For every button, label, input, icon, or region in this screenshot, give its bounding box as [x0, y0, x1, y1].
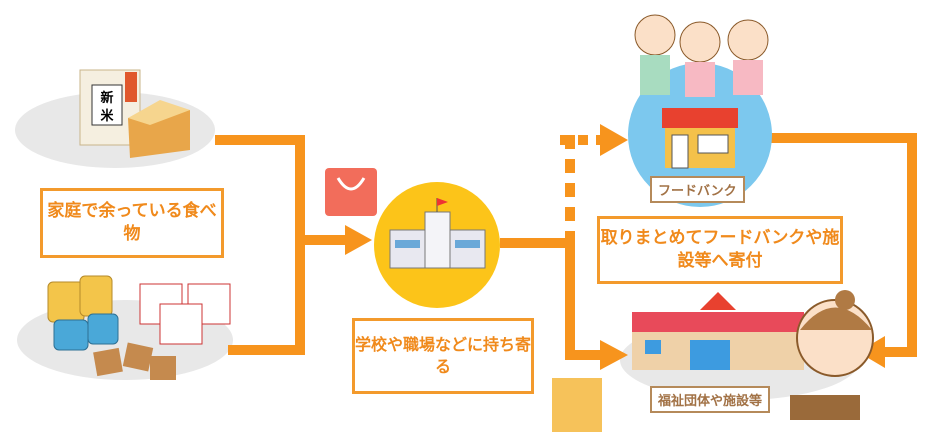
- welfare-facility-icon: [632, 292, 804, 370]
- rice-box-icon: [128, 100, 190, 158]
- donate-label: 取りまとめてフードバンクや施設等へ寄付: [597, 216, 843, 284]
- volunteers-icon: [634, 14, 769, 97]
- household-food-label: 家庭で余っている食べ物: [40, 188, 224, 258]
- svg-text:米: 米: [100, 108, 114, 124]
- caregiver-icon: [790, 290, 874, 420]
- arrow-heads: [345, 124, 885, 370]
- shopping-bag-icon: [325, 168, 377, 216]
- canned-food-icon: [47, 275, 231, 380]
- welfare-tag: 福祉団体や施設等: [650, 386, 771, 413]
- rice-bag-icon: 新 米: [79, 69, 141, 146]
- bring-to-school-label: 学校や職場などに持ち寄る: [352, 318, 534, 394]
- school-icon: [389, 198, 486, 269]
- flow-arrows: [215, 133, 917, 360]
- svg-text:新: 新: [100, 90, 113, 106]
- foodbank-tag: フードバンク: [650, 176, 745, 203]
- cardboard-box-icon: [552, 378, 602, 432]
- foodbank-store-icon: [662, 108, 738, 169]
